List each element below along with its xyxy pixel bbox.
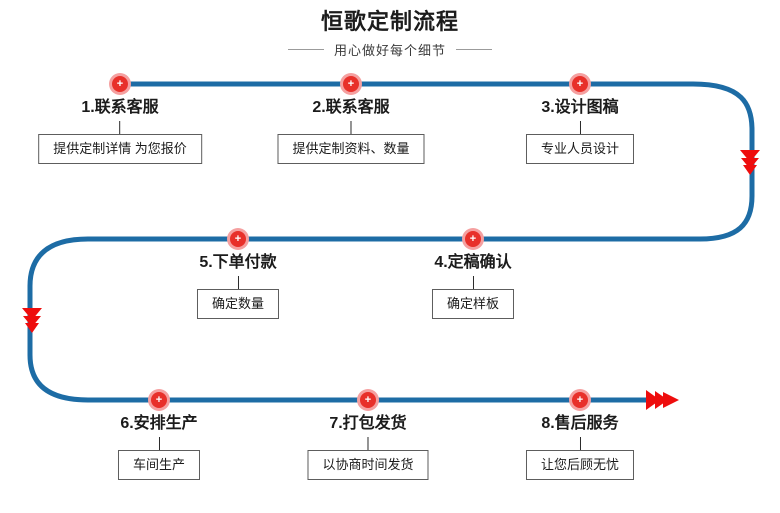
flow-node-1[interactable]: + xyxy=(109,73,131,95)
flow-node-2[interactable]: + xyxy=(340,73,362,95)
flow-step-3: 3.设计图稿专业人员设计 xyxy=(525,98,635,164)
flow-step-7: 7.打包发货以协商时间发货 xyxy=(307,414,429,480)
flow-step-6: 6.安排生产车间生产 xyxy=(117,414,201,480)
step-detail-box-1: 提供定制详情 为您报价 xyxy=(38,134,202,164)
flow-node-3[interactable]: + xyxy=(569,73,591,95)
step-detail-box-8: 让您后顾无忧 xyxy=(525,450,635,480)
subtitle-text: 用心做好每个细节 xyxy=(333,43,446,58)
step-tick-6 xyxy=(158,437,160,450)
subtitle-row: 用心做好每个细节 xyxy=(0,40,780,59)
subtitle-rule-right xyxy=(456,49,492,50)
step-detail-box-5: 确定数量 xyxy=(196,289,280,319)
step-label-2: 2.联系客服 xyxy=(312,99,390,116)
flow-step-5: 5.下单付款确定数量 xyxy=(196,253,280,319)
step-detail-box-3: 专业人员设计 xyxy=(525,134,635,164)
step-tick-8 xyxy=(579,437,581,450)
flow-step-8: 8.售后服务让您后顾无忧 xyxy=(525,414,635,480)
plus-icon: + xyxy=(343,76,359,92)
step-detail-box-6: 车间生产 xyxy=(117,450,201,480)
flow-node-8[interactable]: + xyxy=(569,389,591,411)
step-detail-box-4: 确定样板 xyxy=(431,289,515,319)
step-label-6: 6.安排生产 xyxy=(120,415,198,432)
diagram-header: 恒歌定制流程 用心做好每个细节 xyxy=(0,8,780,59)
step-detail-box-7: 以协商时间发货 xyxy=(307,450,429,480)
arrow-down-right-icon xyxy=(740,150,760,175)
step-label-8: 8.售后服务 xyxy=(541,415,619,432)
plus-icon: + xyxy=(572,76,588,92)
plus-icon: + xyxy=(112,76,128,92)
step-tick-1 xyxy=(119,121,121,134)
step-label-1: 1.联系客服 xyxy=(81,99,159,116)
arrow-down-left-icon xyxy=(22,308,42,333)
flow-step-2: 2.联系客服提供定制资料、数量 xyxy=(277,98,425,164)
plus-icon: + xyxy=(572,392,588,408)
step-tick-2 xyxy=(350,121,352,134)
step-tick-4 xyxy=(472,276,474,289)
flow-node-5[interactable]: + xyxy=(227,228,249,250)
step-label-4: 4.定稿确认 xyxy=(434,254,512,271)
plus-icon: + xyxy=(360,392,376,408)
plus-icon: + xyxy=(151,392,167,408)
plus-icon: + xyxy=(465,231,481,247)
step-label-3: 3.设计图稿 xyxy=(541,99,619,116)
flow-node-6[interactable]: + xyxy=(148,389,170,411)
flow-node-4[interactable]: + xyxy=(462,228,484,250)
step-label-5: 5.下单付款 xyxy=(199,254,277,271)
step-label-7: 7.打包发货 xyxy=(329,415,407,432)
flow-step-1: 1.联系客服提供定制详情 为您报价 xyxy=(38,98,202,164)
step-tick-5 xyxy=(237,276,239,289)
flow-step-4: 4.定稿确认确定样板 xyxy=(431,253,515,319)
arrow-right-end-icon xyxy=(646,390,679,410)
page-title: 恒歌定制流程 xyxy=(320,9,459,34)
step-tick-7 xyxy=(367,437,369,450)
subtitle-rule-left xyxy=(287,49,324,50)
step-detail-box-2: 提供定制资料、数量 xyxy=(277,134,425,164)
plus-icon: + xyxy=(230,231,246,247)
flow-node-7[interactable]: + xyxy=(357,389,379,411)
step-tick-3 xyxy=(579,121,581,134)
